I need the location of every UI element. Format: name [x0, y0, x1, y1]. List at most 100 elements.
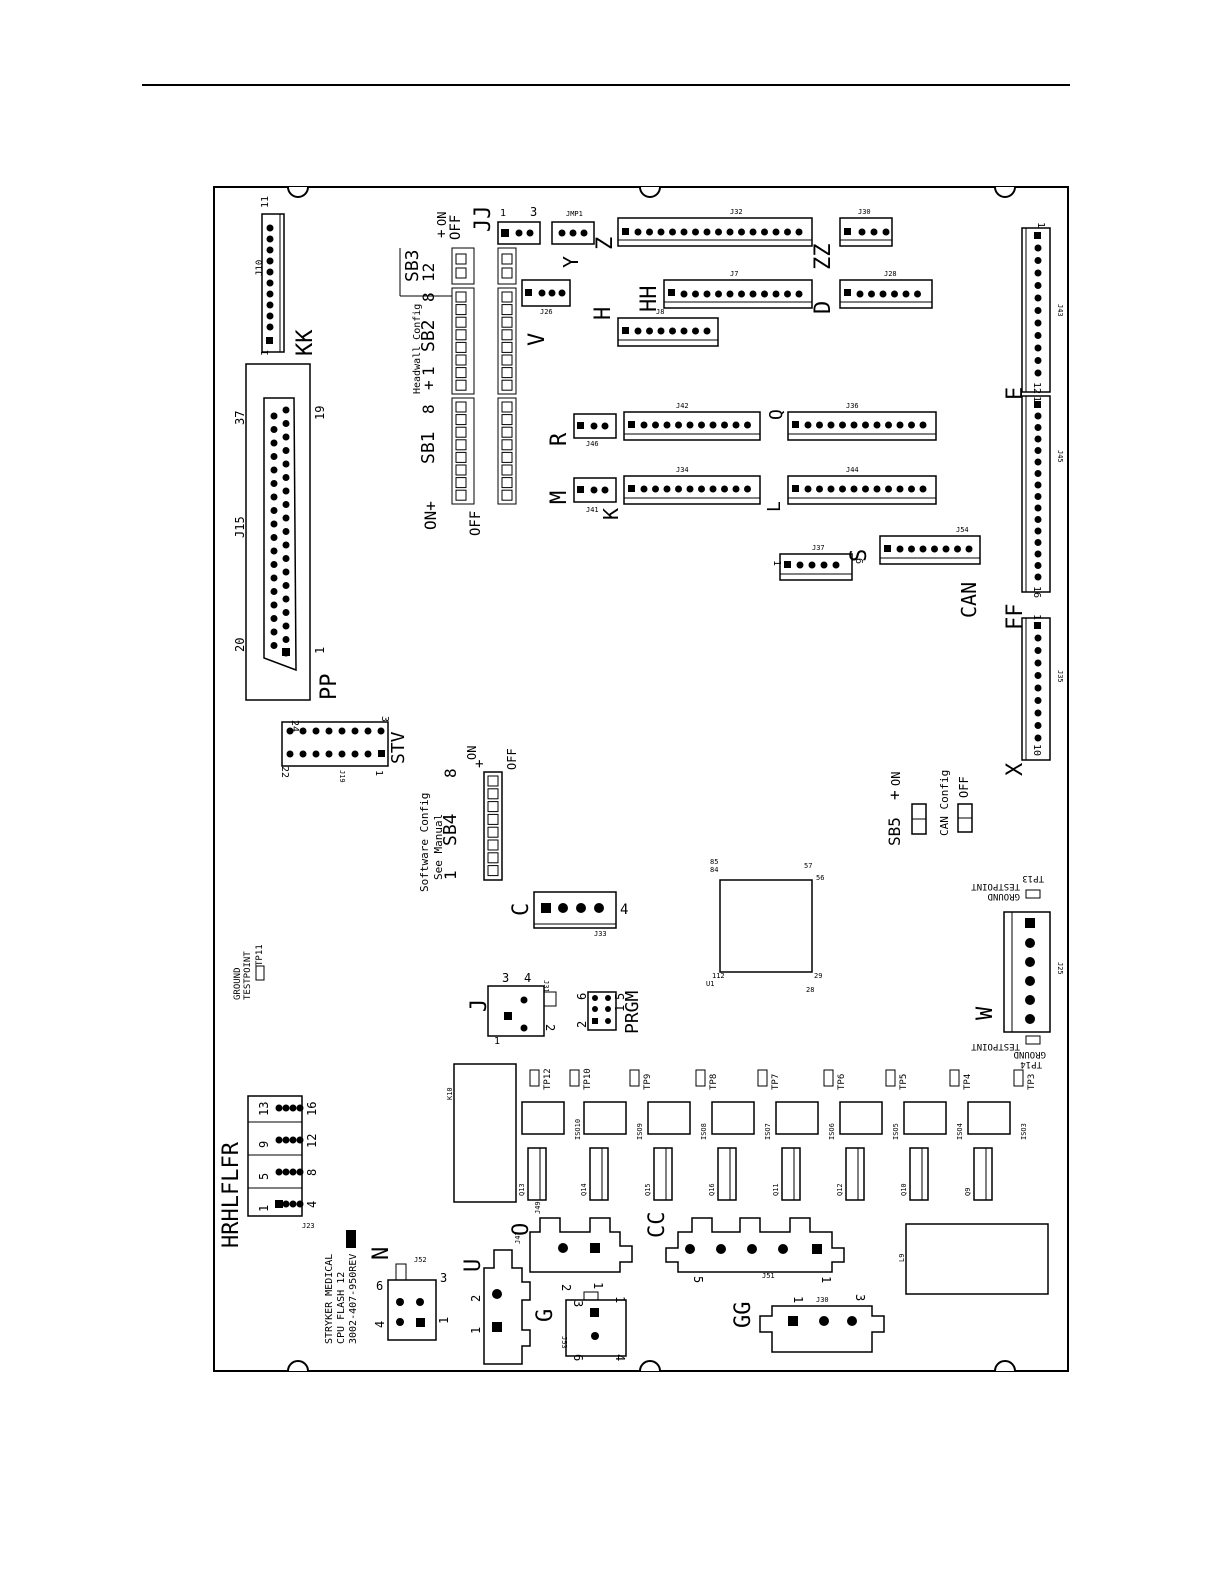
- svg-text:TESTPOINT: TESTPOINT: [243, 951, 253, 1000]
- pin: [270, 493, 278, 501]
- pin: [761, 228, 768, 236]
- pin: [1034, 435, 1042, 443]
- dip-cell: [501, 439, 513, 451]
- testpoint-pad: [885, 1069, 896, 1087]
- testpoint-tp11: GROUND TESTPOINT TP11: [233, 944, 265, 1000]
- pin: [850, 485, 858, 493]
- pin: [270, 534, 278, 541]
- svg-text:6: 6: [575, 993, 589, 1000]
- connector-j43: J43 1 12 E: [1003, 222, 1064, 400]
- pin: [282, 487, 290, 495]
- svg-text:19: 19: [313, 406, 327, 420]
- pin: [289, 1136, 297, 1144]
- svg-text:3: 3: [853, 1294, 867, 1301]
- svg-text:J23: J23: [302, 1222, 315, 1230]
- pin: [1034, 734, 1042, 742]
- pin: [686, 421, 694, 429]
- pin: [873, 421, 881, 429]
- pin: [680, 327, 688, 335]
- pin: [896, 485, 904, 493]
- dip-switch-block-headwall: ON+ SB1 8 + 1 SB2 8 12 SB3 Headwall Conf…: [399, 212, 517, 536]
- pin: [1034, 244, 1042, 252]
- isolator: [583, 1101, 627, 1135]
- pin: [282, 1200, 290, 1208]
- pin: [1034, 319, 1042, 327]
- connector-j25: J25 W: [973, 911, 1064, 1033]
- pin: [680, 228, 688, 236]
- testpoint-label: TP6: [837, 1074, 847, 1090]
- pin: [827, 421, 835, 429]
- svg-text:J33: J33: [594, 930, 607, 938]
- svg-text:8: 8: [419, 292, 438, 302]
- connector-j49: 2 1 J49 O: [509, 1201, 633, 1291]
- pin: [680, 290, 688, 298]
- pin: [692, 228, 699, 236]
- svg-text:1: 1: [500, 208, 506, 219]
- dip-cell: [455, 489, 467, 501]
- dip-cell: [487, 852, 499, 864]
- pin: [270, 547, 278, 555]
- pin: [282, 406, 290, 414]
- dip-cell: [455, 304, 467, 316]
- pin: [914, 290, 921, 298]
- label-l: L: [764, 501, 785, 512]
- connector-j35: J35 1 10 X: [1003, 614, 1064, 776]
- mounting-notches: [287, 186, 1016, 1372]
- svg-text:J54: J54: [956, 526, 969, 534]
- svg-text:TESTPOINT: TESTPOINT: [971, 1041, 1020, 1051]
- pin: [703, 290, 711, 298]
- pin: [732, 485, 740, 493]
- connector-j53: 3 6 1 4 J53 G: [533, 1291, 627, 1361]
- pin: [749, 290, 757, 298]
- svg-text:4: 4: [305, 1201, 319, 1208]
- connector-j44: J44 L: [764, 466, 937, 512]
- pin: [652, 421, 659, 429]
- pin: [296, 1104, 304, 1112]
- label-e: E: [1003, 387, 1028, 400]
- inductor-l9: L9: [898, 1223, 1049, 1295]
- svg-text:1: 1: [771, 560, 782, 566]
- transistor-label: Q9: [964, 1188, 972, 1196]
- svg-text:J45: J45: [1056, 450, 1064, 463]
- pin: [1034, 282, 1042, 289]
- label-j: J: [467, 999, 492, 1012]
- isolator: [903, 1101, 947, 1135]
- isolator: [711, 1101, 755, 1135]
- pin: [686, 485, 694, 493]
- dip-cell: [501, 489, 513, 501]
- svg-text:1: 1: [1031, 614, 1042, 620]
- connector-j45: J45 1 16 FF: [1003, 395, 1064, 630]
- pin: [709, 421, 717, 429]
- pin: [270, 412, 278, 420]
- pin: [873, 485, 881, 493]
- pin: [902, 290, 910, 298]
- svg-text:2: 2: [575, 1021, 589, 1028]
- svg-text:22: 22: [279, 766, 290, 778]
- svg-text:J26: J26: [540, 308, 553, 316]
- testpoint-label: TP12: [543, 1068, 553, 1090]
- pin: [827, 485, 835, 493]
- pin: [282, 447, 290, 454]
- label-stv: STV: [388, 731, 409, 764]
- pin: [296, 1200, 304, 1208]
- pin: [270, 453, 278, 460]
- dip-cell: [487, 839, 499, 851]
- dip-cell: [455, 291, 467, 303]
- dip-cell: [487, 775, 499, 787]
- svg-text:OFF: OFF: [448, 215, 464, 240]
- svg-text:24: 24: [289, 720, 300, 732]
- label-h: H: [591, 307, 616, 320]
- pin: [282, 460, 290, 468]
- pin: [1034, 458, 1042, 466]
- svg-text:J42: J42: [676, 402, 689, 410]
- transistor-label: Q14: [580, 1183, 588, 1196]
- dip-cell: [501, 464, 513, 476]
- pin: [296, 1136, 304, 1144]
- label-sb1: SB1: [418, 431, 439, 464]
- pin: [1034, 539, 1042, 546]
- pin: [282, 568, 290, 576]
- dip-cell: [501, 379, 513, 391]
- connector-j54: J54 S CAN: [847, 526, 981, 618]
- svg-text:+: +: [434, 230, 450, 238]
